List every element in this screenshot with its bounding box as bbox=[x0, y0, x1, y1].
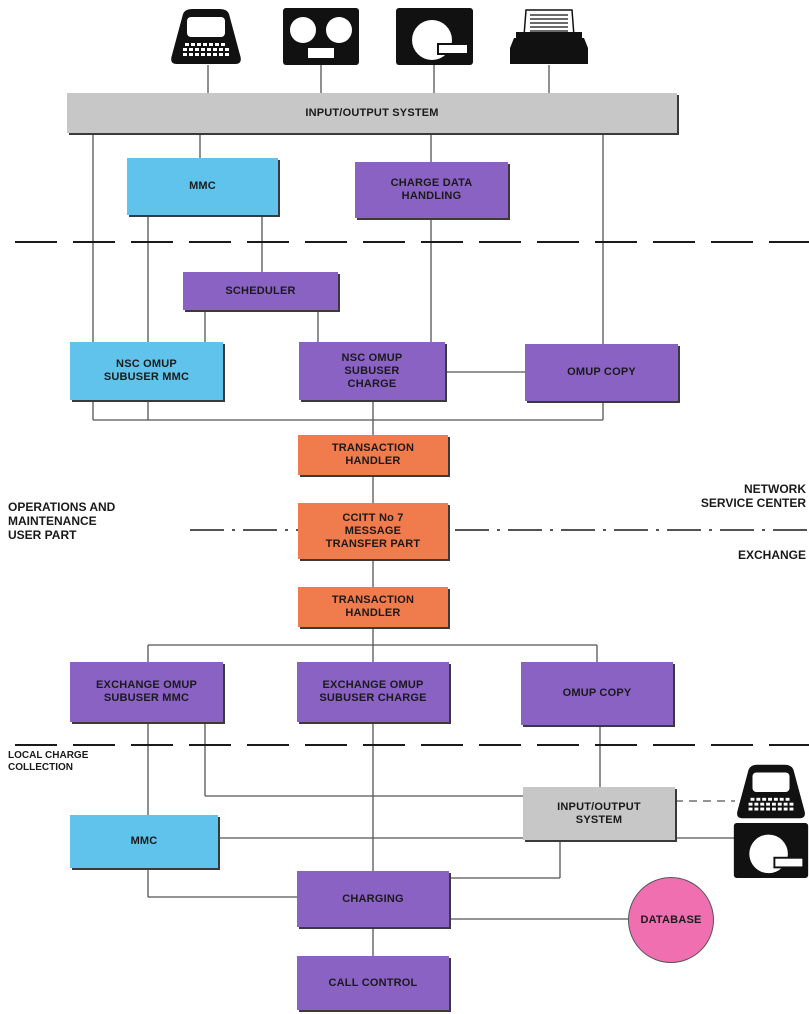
disk-drive-icon bbox=[396, 8, 473, 65]
terminal-icon bbox=[171, 9, 241, 64]
transaction-handler-lower-box: TRANSACTION HANDLER bbox=[298, 587, 448, 627]
nsc-omup-subuser-charge-box: NSC OMUP SUBUSER CHARGE bbox=[299, 342, 445, 400]
scheduler-box: SCHEDULER bbox=[183, 272, 338, 310]
message-transfer-part-box: CCITT No 7 MESSAGE TRANSFER PART bbox=[298, 503, 448, 559]
terminal-icon bbox=[737, 764, 805, 819]
charge-data-handling-box: CHARGE DATA HANDLING bbox=[355, 162, 508, 218]
call-control-box: CALL CONTROL bbox=[297, 956, 449, 1010]
exchange-omup-subuser-charge-box: EXCHANGE OMUP SUBUSER CHARGE bbox=[297, 662, 449, 722]
disk-drive-icon bbox=[733, 823, 809, 878]
io-system-box: INPUT/OUTPUT SYSTEM bbox=[523, 787, 675, 840]
printer-icon bbox=[510, 9, 588, 64]
exchange-label: EXCHANGE bbox=[737, 548, 806, 562]
nsc-omup-subuser-mmc-box: NSC OMUP SUBUSER MMC bbox=[70, 342, 223, 400]
mmc-box-exchange: MMC bbox=[70, 815, 218, 868]
exchange-omup-subuser-mmc-box: EXCHANGE OMUP SUBUSER MMC bbox=[70, 662, 223, 722]
operations-maintenance-label: OPERATIONS AND MAINTENANCE USER PART bbox=[8, 500, 116, 542]
network-service-center-label: NETWORK SERVICE CENTER bbox=[700, 482, 806, 510]
omup-copy-box-nsc: OMUP COPY bbox=[525, 344, 678, 401]
local-charge-collection-label: LOCAL CHARGE COLLECTION bbox=[8, 750, 89, 773]
tape-drive-icon bbox=[283, 8, 359, 65]
io-system-bar: INPUT/OUTPUT SYSTEM bbox=[67, 93, 677, 133]
transaction-handler-upper-box: TRANSACTION HANDLER bbox=[298, 435, 448, 475]
charging-box: CHARGING bbox=[297, 871, 449, 927]
omup-copy-box-exchange: OMUP COPY bbox=[521, 662, 673, 725]
mmc-box: MMC bbox=[127, 158, 278, 215]
database-node: DATABASE bbox=[628, 877, 714, 963]
